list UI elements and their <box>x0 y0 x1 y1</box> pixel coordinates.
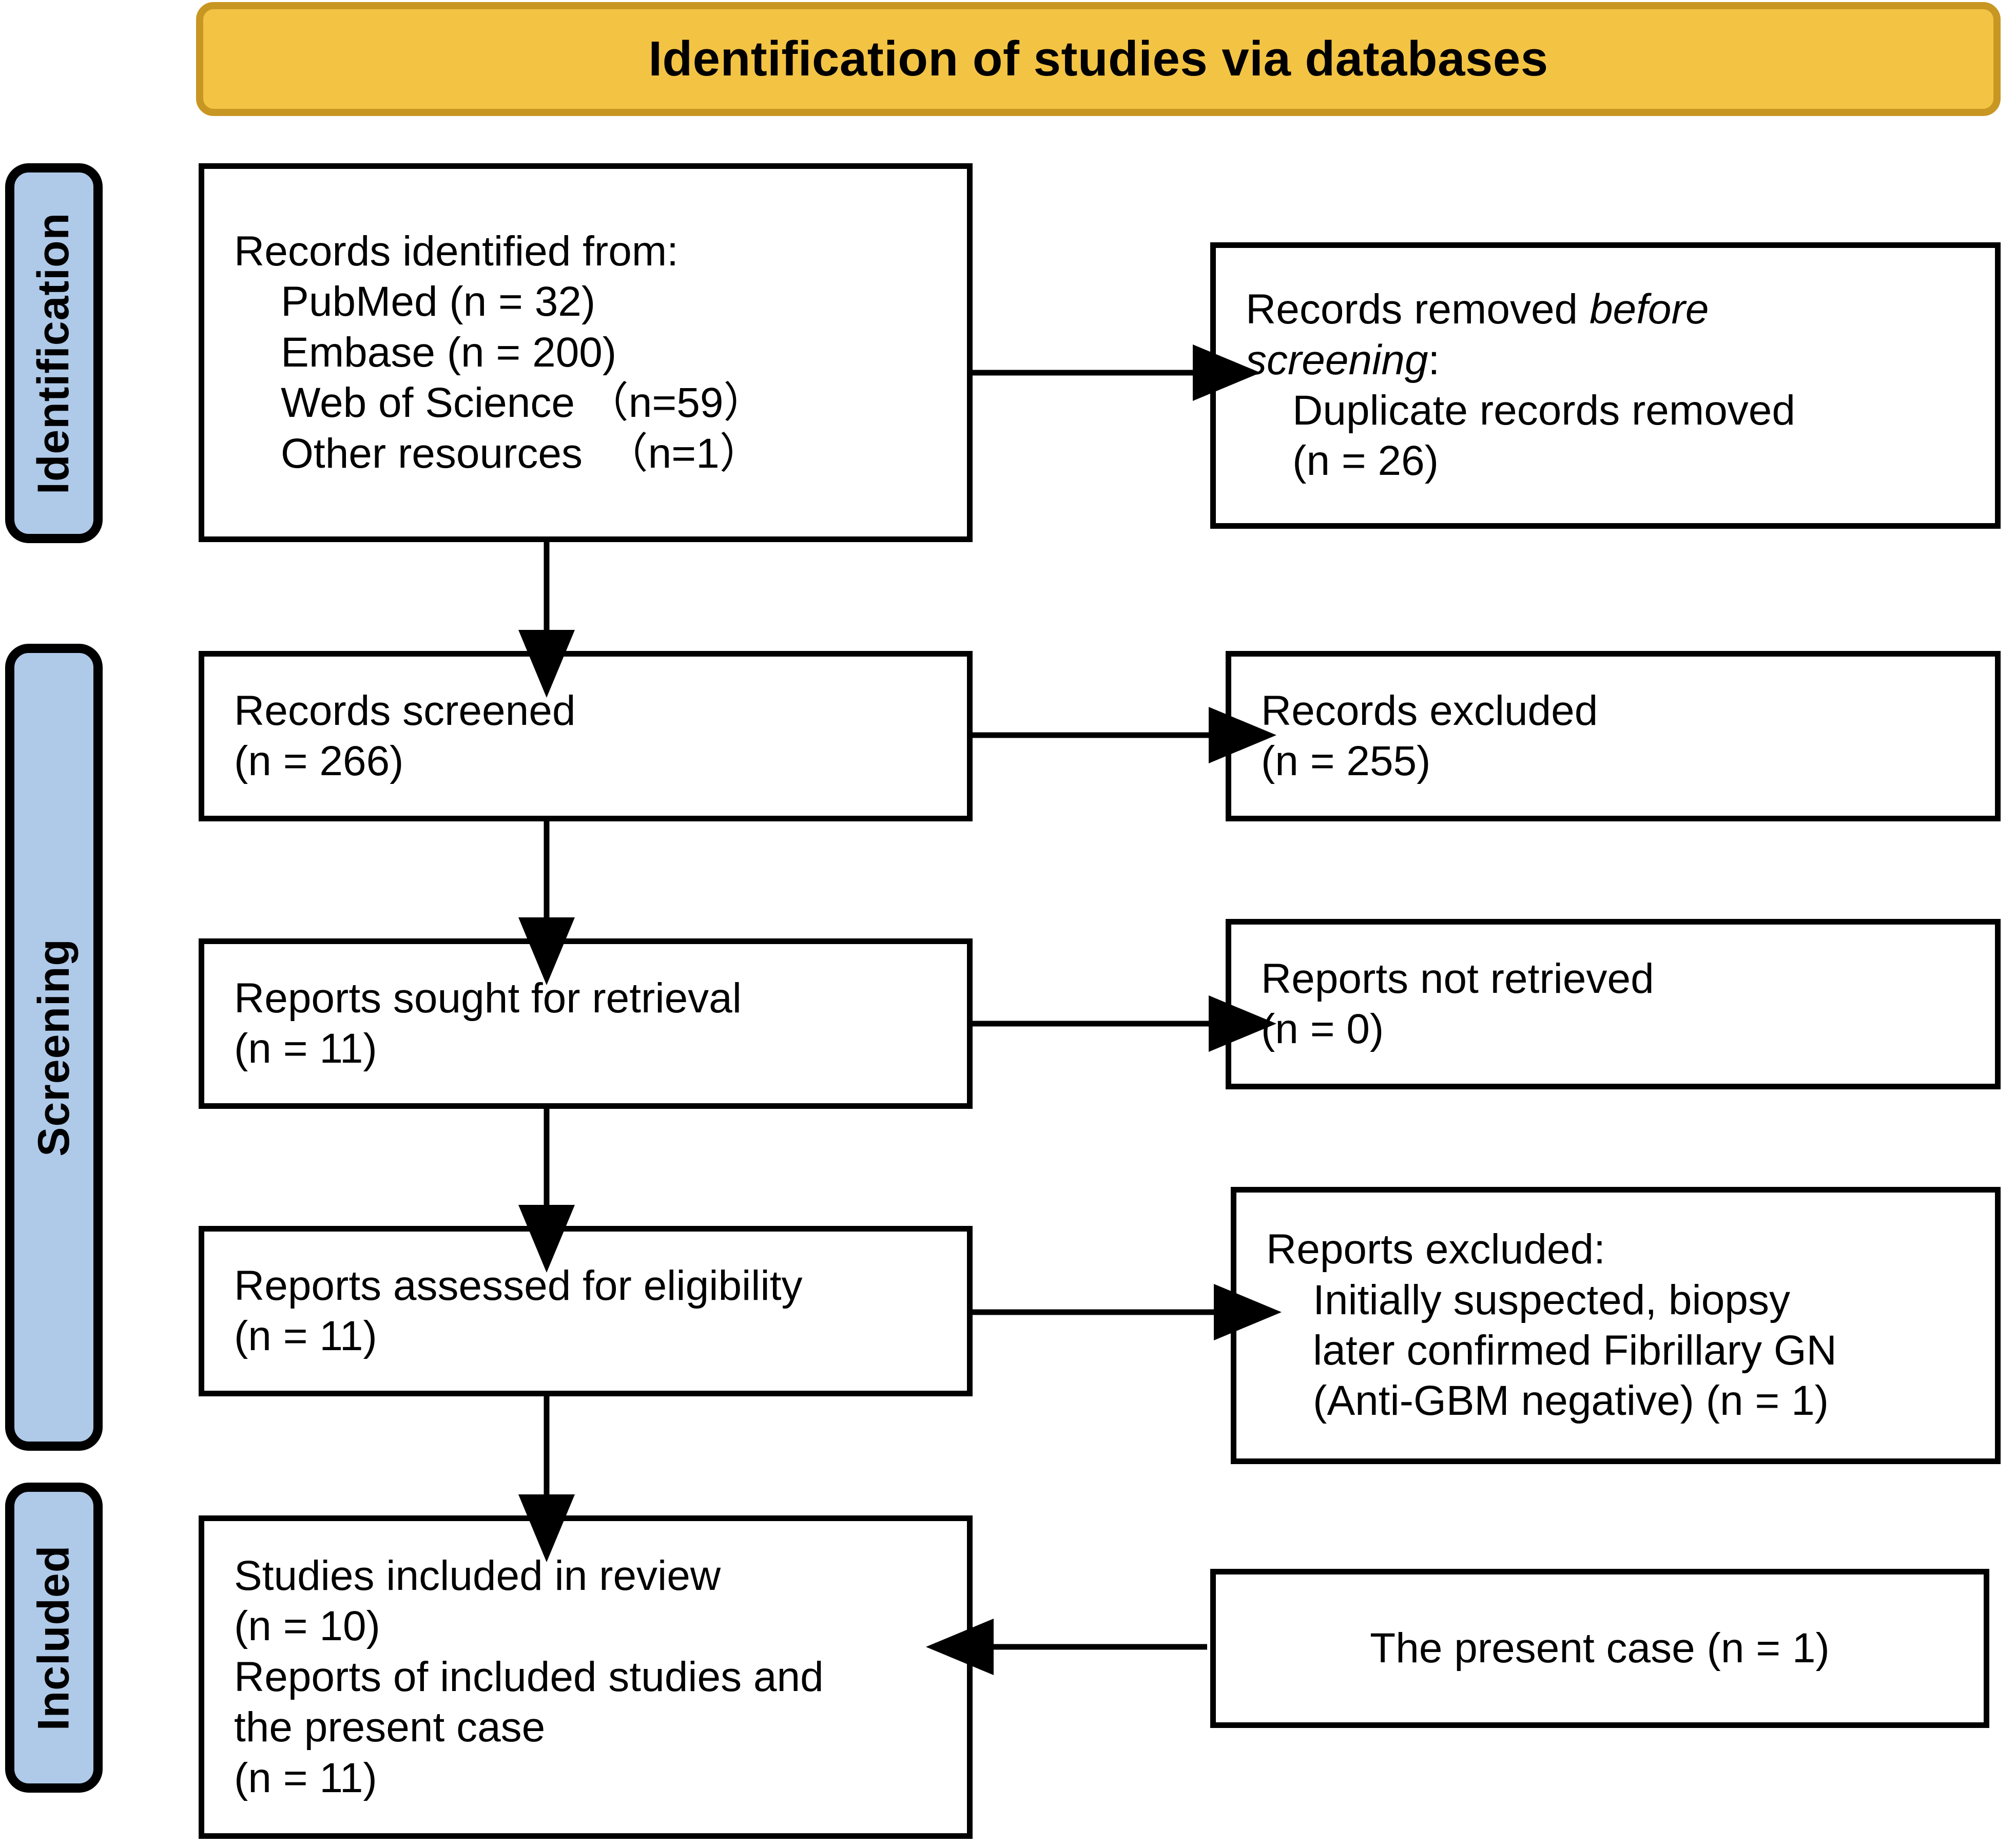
box-reports-sought-text: Reports sought for retrieval (n = 11) <box>234 974 742 1072</box>
box-reports-assessed-text: Reports assessed for eligibility (n = 11… <box>234 1262 803 1359</box>
box-records-screened: Records screened (n = 266) <box>199 651 973 821</box>
box-present-case-text: The present case (n = 1) <box>1370 1624 1830 1672</box>
box-records-excluded: Records excluded (n = 255) <box>1226 651 2001 821</box>
box-studies-included: Studies included in review (n = 10) Repo… <box>199 1515 973 1839</box>
stage-tab-identification: Identification <box>5 163 103 543</box>
stage-tab-identification-label: Identification <box>29 212 79 494</box>
stage-tab-included-label: Included <box>29 1545 79 1731</box>
box-records-screened-text: Records screened (n = 266) <box>234 687 576 784</box>
box-records-excluded-text: Records excluded (n = 255) <box>1261 687 1598 784</box>
box-reports-assessed: Reports assessed for eligibility (n = 11… <box>199 1226 973 1396</box>
box-reports-sought: Reports sought for retrieval (n = 11) <box>199 938 973 1109</box>
box-reports-not-retrieved-text: Reports not retrieved (n = 0) <box>1261 955 1654 1052</box>
diagram-header-banner: Identification of studies via databases <box>196 2 2001 116</box>
page-title: Identification of studies via databases <box>648 31 1548 86</box>
box-records-removed-text: Records removed before screening: Duplic… <box>1246 286 1796 485</box>
stage-tab-included: Included <box>5 1483 103 1793</box>
box-studies-included-text: Studies included in review (n = 10) Repo… <box>234 1552 824 1801</box>
box-reports-not-retrieved: Reports not retrieved (n = 0) <box>1226 919 2001 1089</box>
box-present-case: The present case (n = 1) <box>1210 1569 1989 1728</box>
stage-tab-screening-label: Screening <box>29 938 79 1157</box>
stage-tab-screening: Screening <box>5 644 103 1451</box>
box-records-identified-text: Records identified from: PubMed (n = 32)… <box>234 228 766 477</box>
box-records-identified: Records identified from: PubMed (n = 32)… <box>199 163 973 542</box>
box-reports-excluded-text: Reports excluded: Initially suspected, b… <box>1266 1226 1837 1425</box>
box-reports-excluded: Reports excluded: Initially suspected, b… <box>1231 1187 2001 1464</box>
box-records-removed: Records removed before screening: Duplic… <box>1210 242 2001 529</box>
